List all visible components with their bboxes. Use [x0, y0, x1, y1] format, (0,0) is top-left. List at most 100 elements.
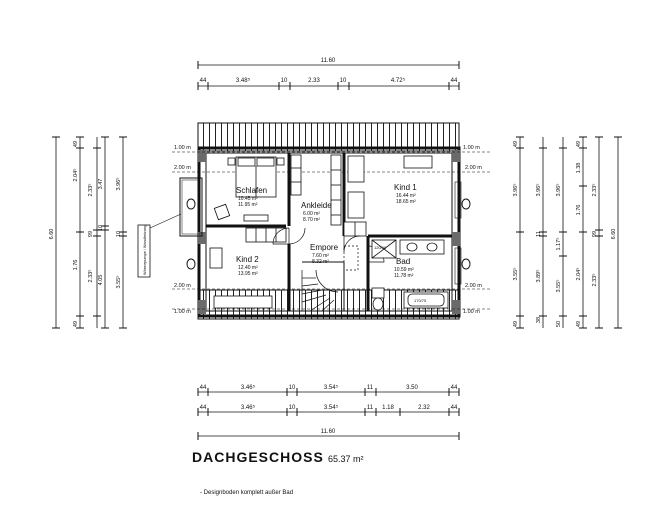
svg-text:13.95 m²: 13.95 m² — [238, 271, 258, 277]
svg-text:3.46⁵: 3.46⁵ — [241, 404, 256, 411]
svg-text:10.59 m²: 10.59 m² — [394, 267, 414, 273]
svg-text:3.50: 3.50 — [406, 385, 418, 391]
svg-text:7.60 m²: 7.60 m² — [312, 253, 329, 259]
svg-text:1.00 m: 1.00 m — [463, 309, 480, 315]
room-kind2: Kind 2 12.40 m² 13.95 m² — [236, 255, 259, 277]
room-ankleide: Ankleide 6.00 m² 8.70 m² — [301, 201, 332, 223]
svg-text:3.96⁵: 3.96⁵ — [115, 178, 122, 191]
svg-text:49: 49 — [576, 141, 582, 147]
svg-text:50: 50 — [556, 321, 562, 327]
svg-text:Wärmepumpe / Wandheizung: Wärmepumpe / Wandheizung — [143, 225, 147, 275]
room-bad: Bad 10.59 m² 11.78 m² — [394, 257, 414, 279]
height-lines — [172, 151, 490, 310]
svg-text:49: 49 — [513, 321, 519, 327]
right-dimensions — [516, 136, 622, 329]
dim-top-total: 11.60 — [321, 58, 336, 64]
svg-text:2.04⁵: 2.04⁵ — [72, 169, 79, 182]
svg-text:1.18: 1.18 — [382, 405, 394, 411]
svg-text:38: 38 — [536, 317, 542, 323]
svg-text:11: 11 — [367, 405, 374, 411]
room-schlafen: Schlafen 10.45 m² 11.95 m² — [236, 186, 267, 208]
svg-text:10: 10 — [281, 78, 288, 84]
svg-text:3.96⁵: 3.96⁵ — [535, 184, 542, 197]
svg-text:Schlafen: Schlafen — [236, 186, 267, 195]
svg-text:2.32: 2.32 — [418, 405, 430, 411]
svg-text:3.48⁵: 3.48⁵ — [236, 77, 251, 84]
svg-text:8.70 m²: 8.70 m² — [303, 217, 320, 223]
tub-size: 170/75 — [414, 298, 427, 303]
svg-text:1.76: 1.76 — [73, 260, 79, 271]
svg-text:11.60: 11.60 — [321, 429, 336, 435]
svg-text:10.45 m²: 10.45 m² — [238, 196, 258, 202]
svg-text:2.33: 2.33 — [308, 78, 320, 84]
svg-text:8.32 m²: 8.32 m² — [312, 259, 329, 265]
top-dimensions — [197, 61, 460, 90]
svg-text:Ankleide: Ankleide — [301, 201, 332, 210]
room-kind1: Kind 1 16.44 m² 18.65 m² — [394, 183, 417, 205]
svg-text:2.33⁵: 2.33⁵ — [87, 184, 94, 197]
svg-text:1.00 m: 1.00 m — [174, 145, 191, 151]
svg-text:10: 10 — [98, 225, 104, 231]
shower-size: 120/90 — [374, 245, 387, 250]
room-empore: Empore 7.60 m² 8.32 m² — [310, 243, 339, 265]
furniture-kind1 — [347, 155, 433, 219]
windows — [179, 177, 471, 285]
wardrobes — [245, 154, 367, 243]
floor-title: DACHGESCHOSS — [192, 449, 324, 465]
svg-text:49: 49 — [73, 141, 79, 147]
svg-text:10: 10 — [116, 231, 122, 237]
svg-text:44: 44 — [451, 385, 458, 391]
svg-text:1.00 m: 1.00 m — [463, 145, 480, 151]
svg-text:3.55⁵: 3.55⁵ — [115, 276, 122, 289]
svg-text:2.00 m: 2.00 m — [174, 165, 191, 171]
svg-text:10: 10 — [289, 385, 296, 391]
svg-text:2.00 m: 2.00 m — [174, 283, 191, 289]
floor-area: 65.37 m² — [328, 454, 364, 464]
height-labels: 1.00 m 2.00 m 2.00 m 1.00 m 1.00 m 2.00 … — [174, 145, 482, 315]
svg-text:44: 44 — [200, 405, 207, 411]
svg-text:3.54⁵: 3.54⁵ — [324, 404, 339, 411]
svg-text:6.60: 6.60 — [49, 229, 55, 240]
svg-text:44: 44 — [200, 78, 207, 84]
svg-text:44: 44 — [451, 405, 458, 411]
svg-text:10: 10 — [340, 78, 347, 84]
svg-text:3.89⁵: 3.89⁵ — [535, 270, 542, 283]
floor-note: - Designboden komplett außer Bad — [200, 490, 294, 496]
svg-text:2.00 m: 2.00 m — [465, 283, 482, 289]
bed-schlafen — [213, 156, 285, 222]
svg-text:12.40 m²: 12.40 m² — [238, 265, 258, 271]
bottom-dimensions — [197, 388, 460, 440]
svg-text:18.65 m²: 18.65 m² — [396, 199, 416, 205]
left-dim-labels: 6.60 49 2.04⁵ 1.76 49 2.33⁵ 99 2.33⁵ 3.4… — [49, 141, 122, 327]
right-dim-labels: 49 3.96⁵ 3.55⁵ 49 3.96⁵ 11 3.89⁵ 38 3.96… — [512, 141, 617, 327]
svg-text:49: 49 — [73, 321, 79, 327]
svg-text:3.54⁵: 3.54⁵ — [324, 384, 339, 391]
svg-text:2.33⁵: 2.33⁵ — [591, 184, 598, 197]
svg-text:49: 49 — [576, 321, 582, 327]
roof-top — [197, 122, 460, 152]
svg-text:3.55⁵: 3.55⁵ — [512, 268, 519, 281]
svg-text:4.72⁵: 4.72⁵ — [391, 77, 406, 84]
svg-text:1.38: 1.38 — [576, 163, 582, 174]
svg-text:6.00 m²: 6.00 m² — [303, 211, 320, 217]
svg-text:44: 44 — [200, 385, 207, 391]
doors — [272, 227, 385, 263]
furniture-kind2 — [209, 247, 273, 309]
bathroom — [371, 239, 449, 311]
svg-text:4.05: 4.05 — [98, 275, 104, 286]
svg-text:3.96⁵: 3.96⁵ — [555, 184, 562, 197]
svg-text:11.95 m²: 11.95 m² — [238, 202, 258, 208]
bottom-dim-labels: 44 3.46⁵ 10 3.54⁵ 11 3.50 44 44 3.46⁵ 10… — [200, 384, 458, 435]
svg-text:16.44 m²: 16.44 m² — [396, 193, 416, 199]
svg-text:3.96⁵: 3.96⁵ — [512, 184, 519, 197]
svg-text:11.78 m²: 11.78 m² — [394, 273, 414, 279]
svg-text:2.33⁵: 2.33⁵ — [591, 274, 598, 287]
svg-text:2.04⁵: 2.04⁵ — [575, 268, 582, 281]
svg-text:2.00 m: 2.00 m — [465, 165, 482, 171]
svg-text:1.76: 1.76 — [576, 205, 582, 216]
svg-text:3.46⁵: 3.46⁵ — [241, 384, 256, 391]
svg-text:Empore: Empore — [310, 243, 339, 252]
svg-text:1.00 m: 1.00 m — [174, 309, 191, 315]
svg-text:6.60: 6.60 — [611, 229, 617, 240]
